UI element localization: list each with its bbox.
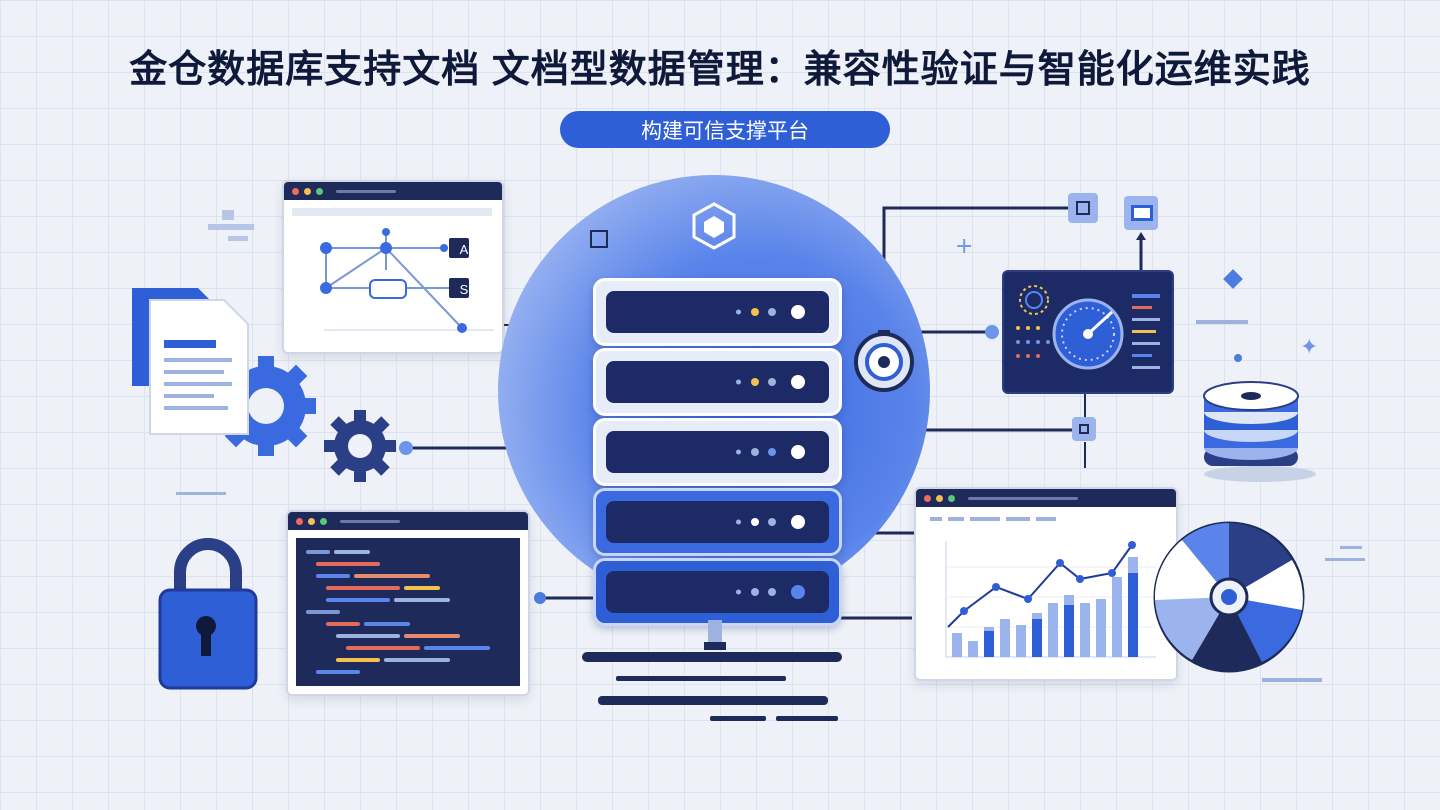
node-square-3	[1072, 417, 1096, 441]
server-unit-4	[593, 488, 842, 556]
small-square-icon	[590, 230, 608, 248]
hexagon-network-icon	[692, 202, 736, 250]
server-unit-2	[593, 348, 842, 416]
network-diagram-icon	[292, 208, 494, 333]
server-unit-5	[593, 558, 842, 626]
document-gears-illustration	[132, 288, 396, 482]
server-base-lines	[582, 620, 842, 721]
svg-text:✦: ✦	[1300, 335, 1318, 360]
svg-text:+: +	[955, 234, 973, 259]
page-title: 金仓数据库支持文档 文档型数据管理：兼容性验证与智能化运维实践	[129, 49, 1311, 91]
disc-chart-icon	[1153, 521, 1305, 673]
node-square-1	[1068, 193, 1098, 223]
subtitle-badge: 构建可信支撑平台	[560, 111, 890, 148]
database-icon	[1203, 381, 1316, 482]
code-editor-icon	[296, 538, 520, 686]
server-unit-3	[593, 418, 842, 486]
target-icon	[854, 330, 914, 392]
network-diagram-window: A S	[282, 180, 504, 354]
lock-icon	[158, 538, 258, 690]
gauge-dashboard-panel	[1002, 270, 1174, 394]
analytics-chart-icon	[930, 517, 1156, 658]
diagram-badge-a: A	[459, 242, 469, 257]
analytics-chart-window	[914, 487, 1178, 681]
diagram-badge-s: S	[459, 282, 469, 297]
server-unit-1	[593, 278, 842, 346]
code-editor-window	[286, 510, 530, 696]
document-icon	[132, 288, 249, 435]
gauge-dashboard-icon	[1016, 285, 1160, 370]
node-square-2	[1124, 196, 1158, 230]
small-gear-icon	[324, 410, 396, 482]
